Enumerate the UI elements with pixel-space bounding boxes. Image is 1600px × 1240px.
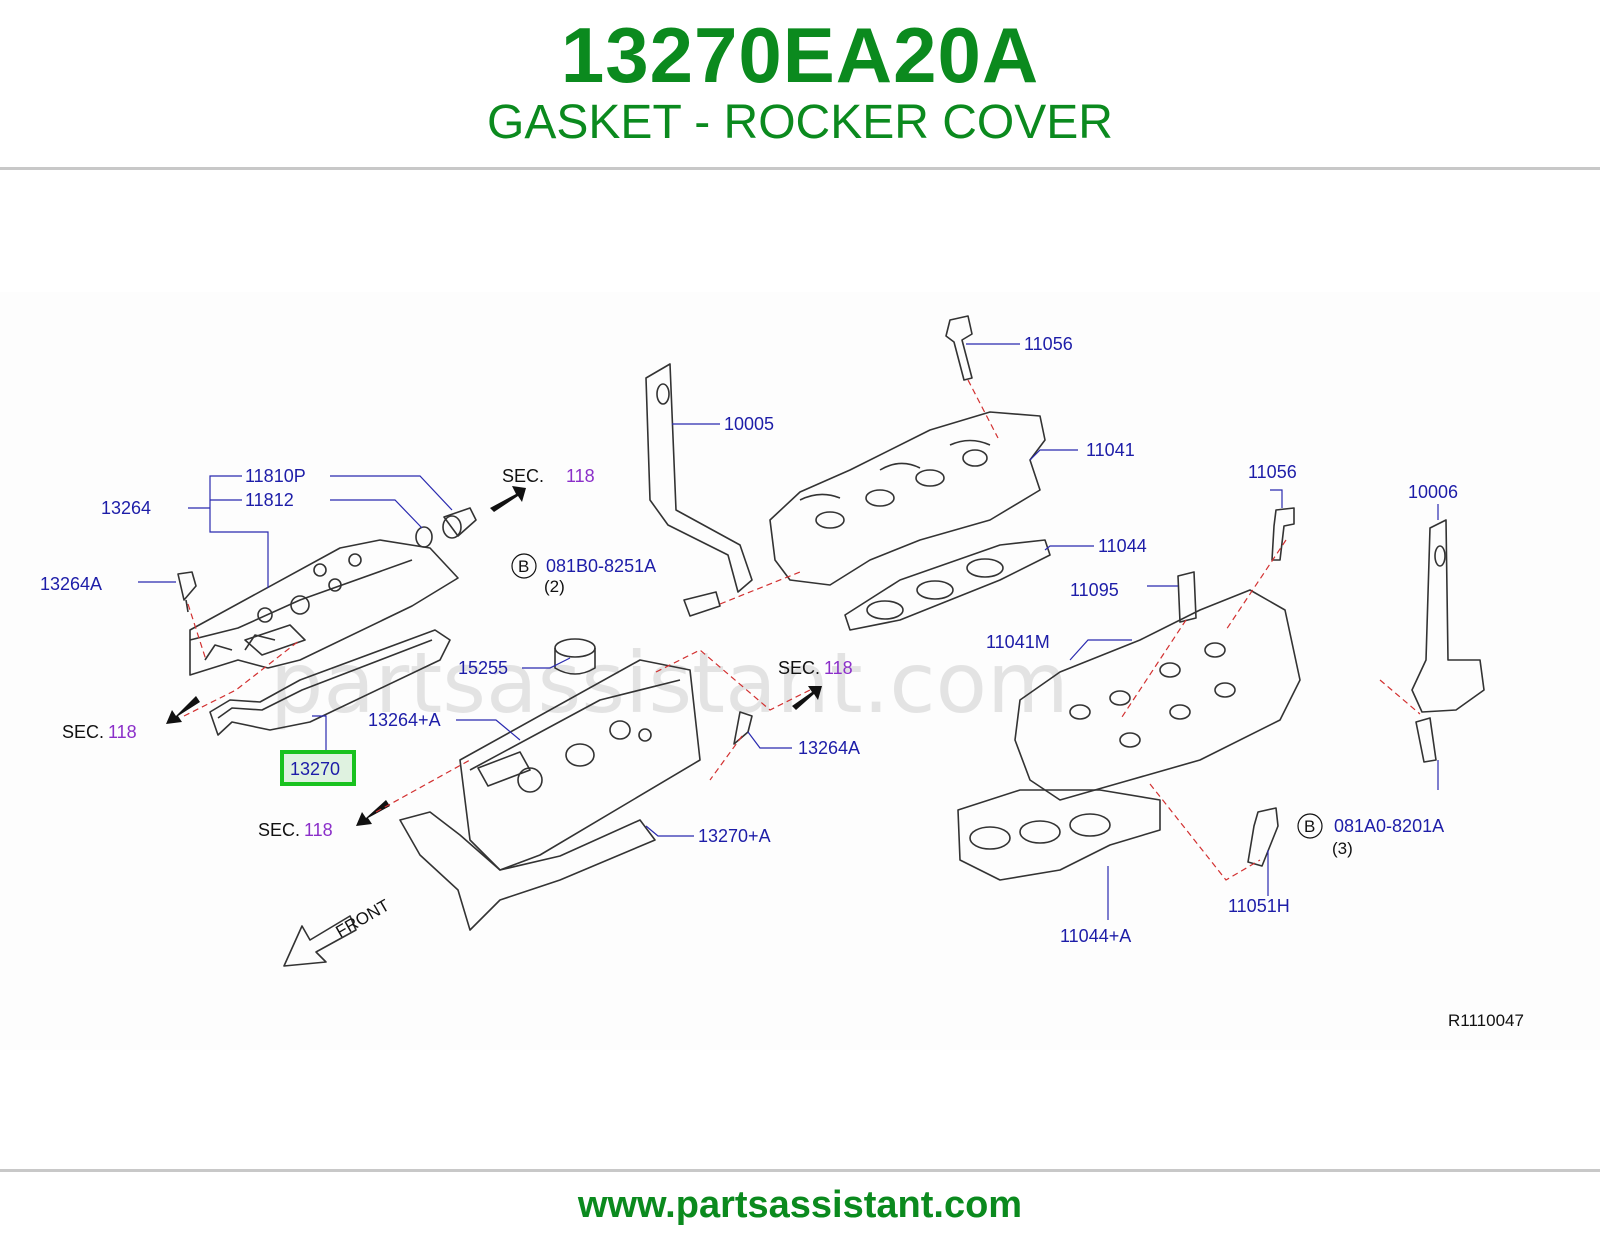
callout-10005[interactable]: 10005 [724,414,774,434]
plug-11051h [1247,807,1279,867]
sec-ref-1-number[interactable]: 118 [566,466,595,486]
callout-11041m[interactable]: 11041M [986,632,1050,652]
callout-11810p[interactable]: 11810P [245,466,306,486]
sec-arrow-3 [166,696,200,724]
callout-10006[interactable]: 10006 [1408,482,1458,502]
callout-13264[interactable]: 13264 [101,498,151,518]
footer-divider [0,1169,1600,1172]
rocker-gasket-13270a [399,811,656,931]
callout-11056-right[interactable]: 11056 [1248,462,1297,482]
bracket-10006 [1411,519,1485,713]
bolt-13264a-left [177,571,197,613]
bolt-marker-circle-2 [1297,813,1323,839]
bolt-marker-circle-1 [511,553,537,579]
head-bolt-top [945,315,973,381]
sec-arrow-1 [490,486,526,512]
assembly-dashed-lines [183,379,1421,881]
rocker-cover-right [459,659,701,871]
bolt-bracket-10005 [683,591,721,617]
part-name-subtitle: GASKET - ROCKER COVER [487,96,1113,149]
pcv-valve [415,507,477,548]
callout-13270pa[interactable]: 13270+A [698,826,771,846]
sec-ref-1-prefix: SEC. [502,466,544,486]
footer-url[interactable]: www.partsassistant.com [577,1184,1023,1226]
sec-ref-3-number[interactable]: 118 [108,722,137,742]
cylinder-head-11041 [769,411,1046,586]
bolt-code-1[interactable]: 081B0-8251A [546,556,656,576]
callout-13270[interactable]: 13270 [290,759,340,779]
dowel-pin-11095 [1177,571,1197,623]
oil-filler-cap [554,638,596,675]
cylinder-head-11041m [1014,589,1301,801]
callout-11812[interactable]: 11812 [245,490,294,510]
callout-13264a-left[interactable]: 13264A [40,574,102,594]
sec-ref-4-prefix: SEC. [258,820,300,840]
head-gasket-11044a [957,789,1161,881]
rocker-gasket-13270 [209,629,451,736]
rocker-cover-left [189,539,459,676]
head-bolt-right [1271,507,1295,561]
sec-ref-3-prefix: SEC. [62,722,104,742]
callout-11056-top[interactable]: 11056 [1024,334,1073,354]
bolt-qty-1: (2) [544,577,565,596]
sec-arrow-2 [792,686,822,710]
diagram-ref-code: R1110047 [1448,1011,1524,1030]
sec-ref-2-prefix: SEC. [778,658,820,678]
callout-15255[interactable]: 15255 [458,658,508,678]
bolt-qty-2: (3) [1332,839,1353,858]
sec-ref-4-number[interactable]: 118 [304,820,333,840]
part-number-title: 13270EA20A [560,11,1040,99]
callout-11051h[interactable]: 11051H [1228,896,1290,916]
callout-11044[interactable]: 11044 [1098,536,1147,556]
sec-ref-2-number[interactable]: 118 [824,658,853,678]
callout-13264a-right[interactable]: 13264A [798,738,860,758]
front-arrow [283,915,357,967]
sec-arrow-4 [356,800,390,826]
bolt-marker-1: B [518,557,529,576]
callout-11044pa[interactable]: 11044+A [1060,926,1131,946]
header-divider [0,167,1600,170]
bracket-10005 [645,363,753,593]
head-gasket-11044 [844,539,1051,631]
callout-11041[interactable]: 11041 [1086,440,1135,460]
bolt-marker-2: B [1304,817,1315,836]
diagram-panel [0,292,1600,1050]
callout-11095[interactable]: 11095 [1070,580,1119,600]
highlight-box-13270 [280,750,356,786]
front-label: FRONT [333,896,393,942]
bolt-code-2[interactable]: 081A0-8201A [1334,816,1444,836]
callout-13264pa[interactable]: 13264+A [368,710,441,730]
leader-lines [138,343,1439,920]
bolt-bracket-10006 [1415,717,1437,763]
